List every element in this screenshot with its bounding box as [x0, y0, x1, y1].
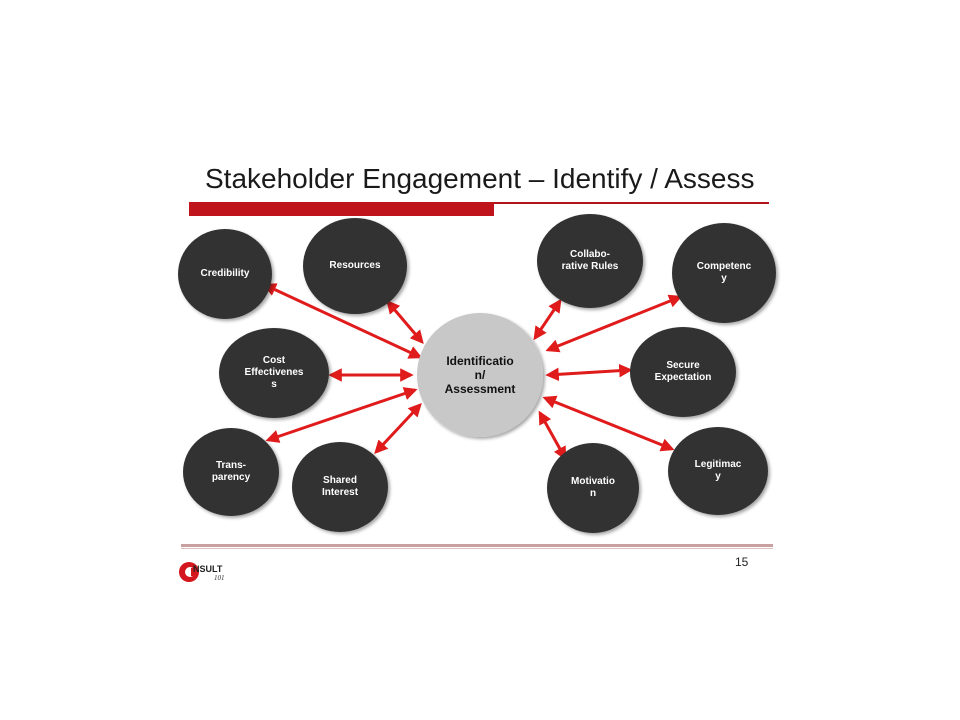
node-shared-interest — [292, 442, 388, 532]
node-competency — [672, 223, 776, 323]
footer-divider — [181, 544, 773, 547]
arrow-competency — [545, 294, 683, 353]
slide-title: Stakeholder Engagement – Identify / Asse… — [205, 163, 755, 194]
arrow-secure-expectation — [545, 363, 633, 382]
arrow-legitimacy — [542, 395, 675, 452]
title-underline-thick — [189, 202, 494, 216]
logo-wordmark: NSULT — [193, 564, 223, 574]
arrow-shared-interest — [374, 403, 422, 454]
node-group — [178, 214, 776, 533]
arrow-motivation — [538, 410, 567, 461]
arrow-credibility — [262, 283, 423, 359]
node-transparency — [183, 428, 279, 516]
arrow-group — [262, 283, 683, 461]
node-motivation — [547, 443, 639, 533]
consult-logo — [179, 562, 199, 582]
node-resources — [303, 218, 407, 314]
arrow-resources — [386, 299, 424, 345]
center-node — [417, 313, 543, 437]
node-legitimacy — [668, 427, 768, 515]
node-cost-effectiveness — [219, 328, 329, 418]
page-number: 15 — [735, 555, 749, 569]
node-credibility — [178, 229, 272, 319]
node-secure-expectation — [630, 327, 736, 417]
logo-number: 101 — [214, 574, 225, 582]
arrow-collaborative-rules — [533, 298, 562, 341]
node-collaborative-rules — [537, 214, 643, 308]
footer-divider-thin — [181, 548, 773, 549]
arrow-transparency — [265, 387, 418, 443]
